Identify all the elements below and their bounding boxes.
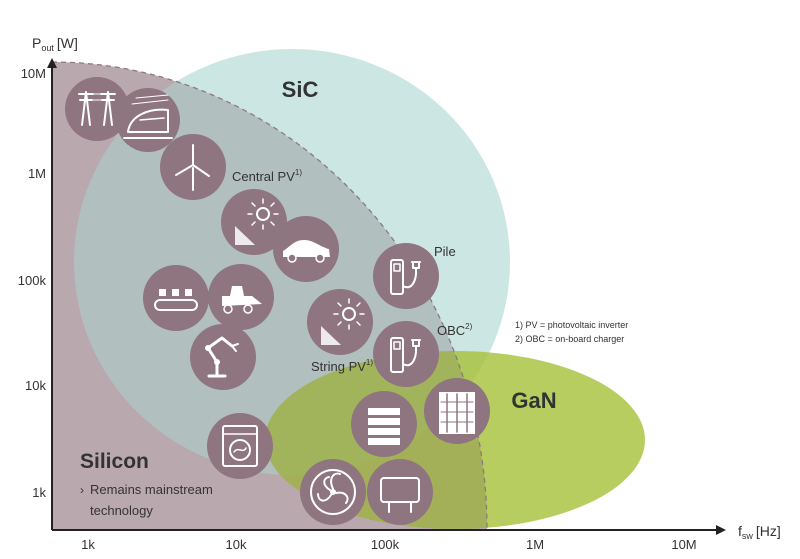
y-tick-1M: 1M <box>28 166 46 181</box>
x-tick-1M: 1M <box>526 537 544 552</box>
x-axis-label: fsw[Hz] <box>738 523 781 541</box>
fan-icon <box>300 459 366 525</box>
silicon-note-line1: Remains mainstream <box>90 482 213 497</box>
y-axis-label: Pout[W] <box>32 35 78 53</box>
loader-icon <box>208 264 274 330</box>
server-rack-icon <box>424 378 490 444</box>
charger-icon <box>373 321 439 387</box>
pile-label: Pile <box>434 244 456 259</box>
robot-arm-icon <box>190 324 256 390</box>
server-icon <box>351 391 417 457</box>
solar-panel-icon <box>221 189 287 255</box>
gan-title: GaN <box>511 388 556 413</box>
silicon-note-line2: technology <box>90 503 153 518</box>
footnote-obc: 2) OBC = on-board charger <box>515 334 624 344</box>
display-icon <box>367 459 433 525</box>
x-tick-100k: 100k <box>371 537 400 552</box>
x-axis-arrow <box>716 525 726 535</box>
power-tower-icon <box>65 77 129 141</box>
x-tick-10k: 10k <box>226 537 247 552</box>
x-tick-10M: 10M <box>671 537 696 552</box>
icons <box>65 77 490 525</box>
y-tick-10k: 10k <box>25 378 46 393</box>
washing-machine-icon <box>207 413 273 479</box>
footnote-pv: 1) PV = photovoltaic inverter <box>515 320 628 330</box>
obc-label: OBC2) <box>437 322 473 338</box>
conveyor-icon <box>143 265 209 331</box>
train-icon <box>116 88 180 152</box>
axes: Pout[W] fsw[Hz] 10M 1M 100k 10k 1k 1k 10… <box>18 35 781 552</box>
y-axis-arrow <box>47 58 57 68</box>
charging-pile-icon <box>373 243 439 309</box>
silicon-note-marker: › <box>80 483 84 497</box>
x-tick-1k: 1k <box>81 537 95 552</box>
silicon-title: Silicon <box>80 450 149 473</box>
wind-turbine-icon <box>160 134 226 200</box>
solar-panel-icon <box>307 289 373 355</box>
sic-title: SiC <box>282 77 319 102</box>
y-tick-1k: 1k <box>32 485 46 500</box>
string-pv-label: String PV1) <box>311 358 373 374</box>
car-icon <box>273 216 339 282</box>
y-tick-10M: 10M <box>21 66 46 81</box>
central-pv-label: Central PV1) <box>232 168 302 184</box>
y-tick-100k: 100k <box>18 273 47 288</box>
